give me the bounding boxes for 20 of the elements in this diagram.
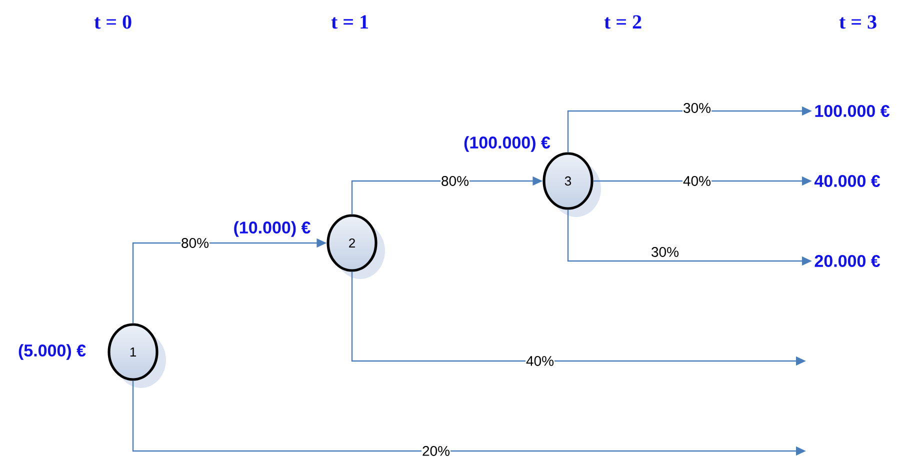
value-label: (10.000) € (234, 221, 310, 237)
outcome-value: 100.000 € (815, 104, 890, 118)
time-label: t = 1 (331, 15, 368, 29)
edge-label: 80% (442, 176, 469, 186)
value-label: (5.000) € (18, 344, 86, 360)
time-label: t = 2 (604, 15, 642, 29)
chance-node: 2 (326, 214, 385, 279)
edge-label: 30% (684, 103, 710, 113)
value-label: (100.000) € (464, 136, 550, 152)
edge-label: 80% (182, 238, 209, 248)
outcome-value: 20.000 € (814, 254, 880, 268)
edge-label: 20% (422, 446, 450, 456)
time-label: t = 0 (94, 15, 132, 29)
chance-node: 3 (542, 152, 601, 217)
edge-label: 40% (526, 356, 554, 366)
time-label: t = 3 (839, 15, 876, 29)
edge-label: 30% (652, 247, 679, 257)
edge-label: 40% (683, 176, 710, 186)
outcome-value: 40.000 € (814, 174, 880, 188)
chance-node: 1 (108, 323, 166, 388)
